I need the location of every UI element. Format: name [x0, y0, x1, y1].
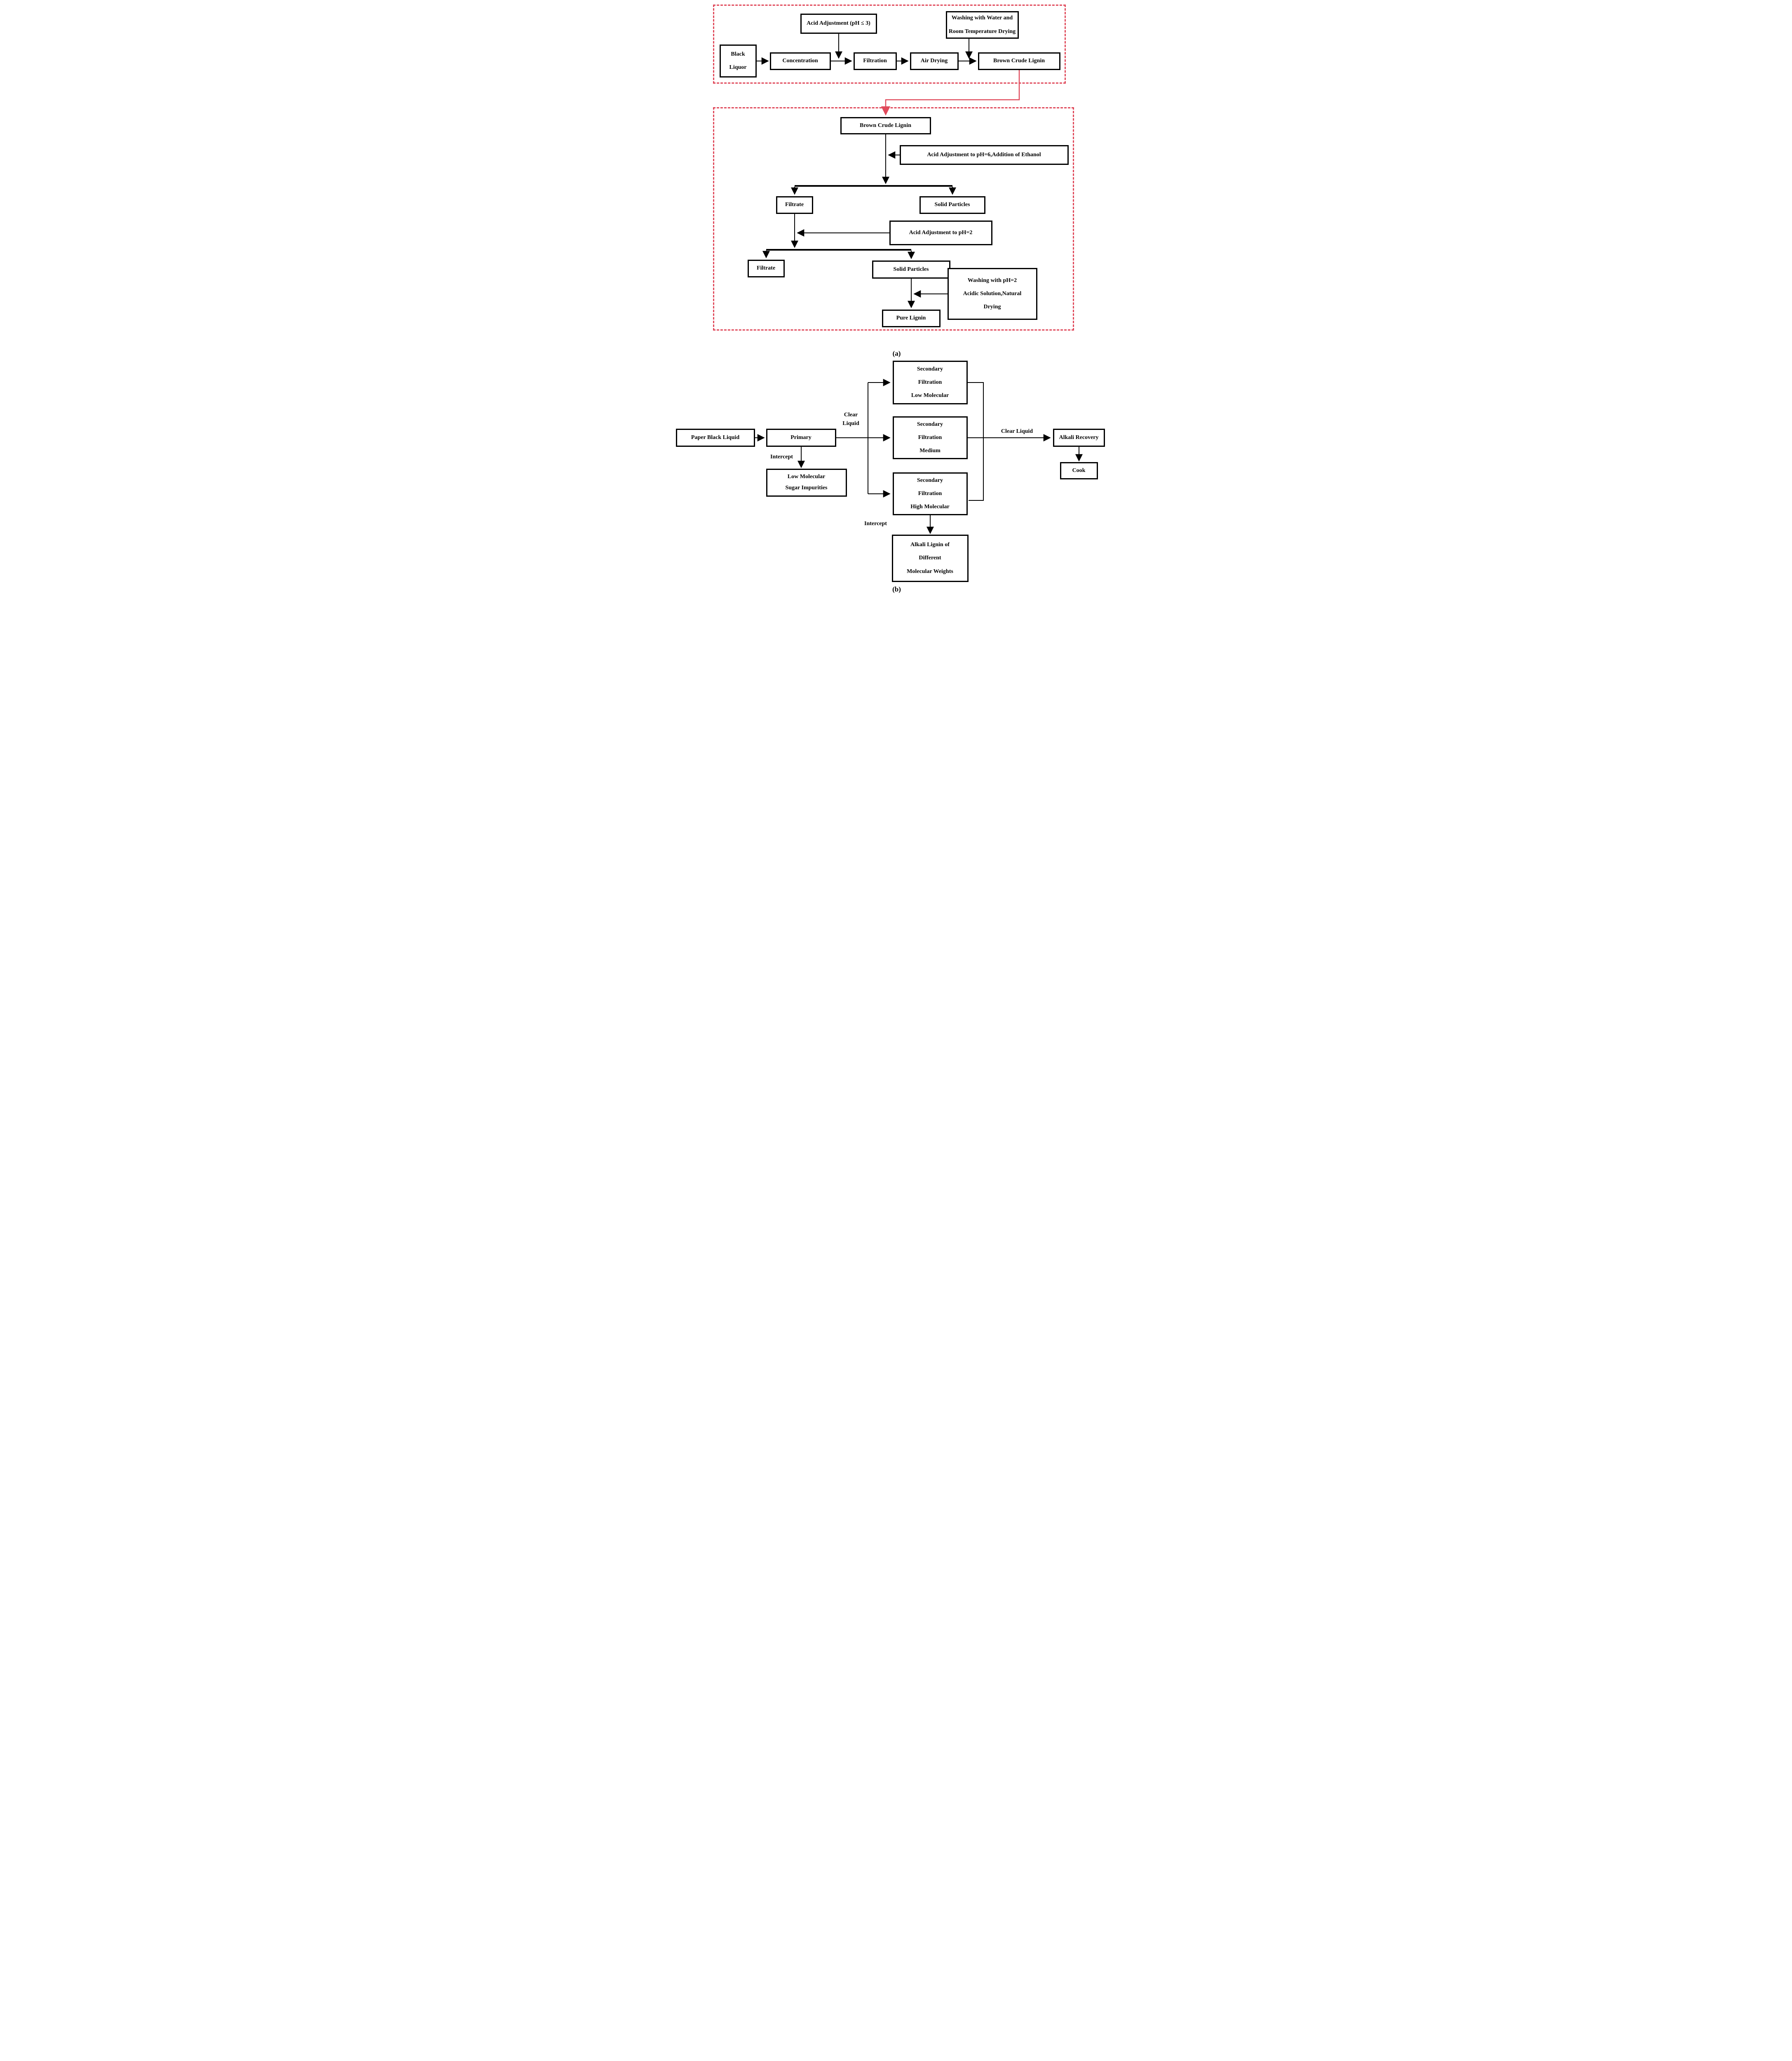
- node-concentration: Concentration: [769, 52, 831, 70]
- node-brown-crude-lignin-1: Brown Crude Lignin: [978, 52, 1060, 70]
- node-alkali-lignin: Alkali Lignin of Different Molecular Wei…: [891, 535, 969, 582]
- stage2-dashed-frame: [713, 107, 1074, 331]
- node-filtrate-1: Filtrate: [776, 196, 813, 214]
- caption-b: (b): [892, 585, 901, 593]
- node-low-molecular-sugar: Low Molecular Sugar Impurities: [766, 469, 847, 497]
- node-paper-black-liquid: Paper Black Liquid: [676, 429, 755, 447]
- line-clearliquid-collector: [967, 382, 984, 501]
- node-alkali-recovery: Alkali Recovery: [1053, 429, 1105, 447]
- node-washing-ph2: Washing with pH=2 Acidic Solution,Natura…: [947, 268, 1037, 320]
- node-secondary-filtration-low: Secondary Filtration Low Molecular: [892, 361, 968, 404]
- connector-layer: [755, 34, 1083, 534]
- node-filtrate-2: Filtrate: [747, 260, 785, 277]
- node-primary: Primary: [766, 429, 836, 447]
- node-air-drying: Air Drying: [910, 52, 959, 70]
- node-secondary-filtration-high: Secondary Filtration High Molecular: [892, 472, 968, 515]
- caption-a: (a): [892, 350, 901, 357]
- label-intercept-high: Intercept: [864, 521, 887, 527]
- node-black-liquor: Black Liquor: [719, 45, 757, 77]
- label-intercept-primary: Intercept: [770, 454, 793, 460]
- node-acid-adjustment-ph3: Acid Adjustment (pH ≤ 3): [800, 14, 877, 34]
- node-brown-crude-lignin-2: Brown Crude Lignin: [840, 117, 931, 134]
- figure-canvas: Black Liquor Concentration Acid Adjustme…: [672, 0, 1120, 596]
- node-acid-adjustment-ph2: Acid Adjustment to pH=2: [889, 221, 992, 245]
- node-solid-particles-1: Solid Particles: [919, 196, 985, 214]
- node-filtration: Filtration: [853, 52, 897, 70]
- label-clear-liquid-to-alkali: Clear Liquid: [1001, 428, 1033, 434]
- node-pure-lignin: Pure Lignin: [882, 310, 941, 327]
- node-acid-adjustment-ph6: Acid Adjustment to pH=6,Addition of Etha…: [899, 145, 1069, 165]
- red-arrow-browncrude-transfer: [881, 70, 1020, 116]
- node-cook: Cook: [1060, 462, 1098, 479]
- label-clear-liquid-branch: Clear Liquid: [842, 412, 859, 427]
- node-washing-with-water: Washing with Water and Room Temperature …: [945, 11, 1019, 39]
- stage1-dashed-frame: [713, 5, 1066, 84]
- node-solid-particles-2: Solid Particles: [872, 261, 950, 279]
- node-secondary-filtration-medium: Secondary Filtration Medium: [892, 416, 968, 459]
